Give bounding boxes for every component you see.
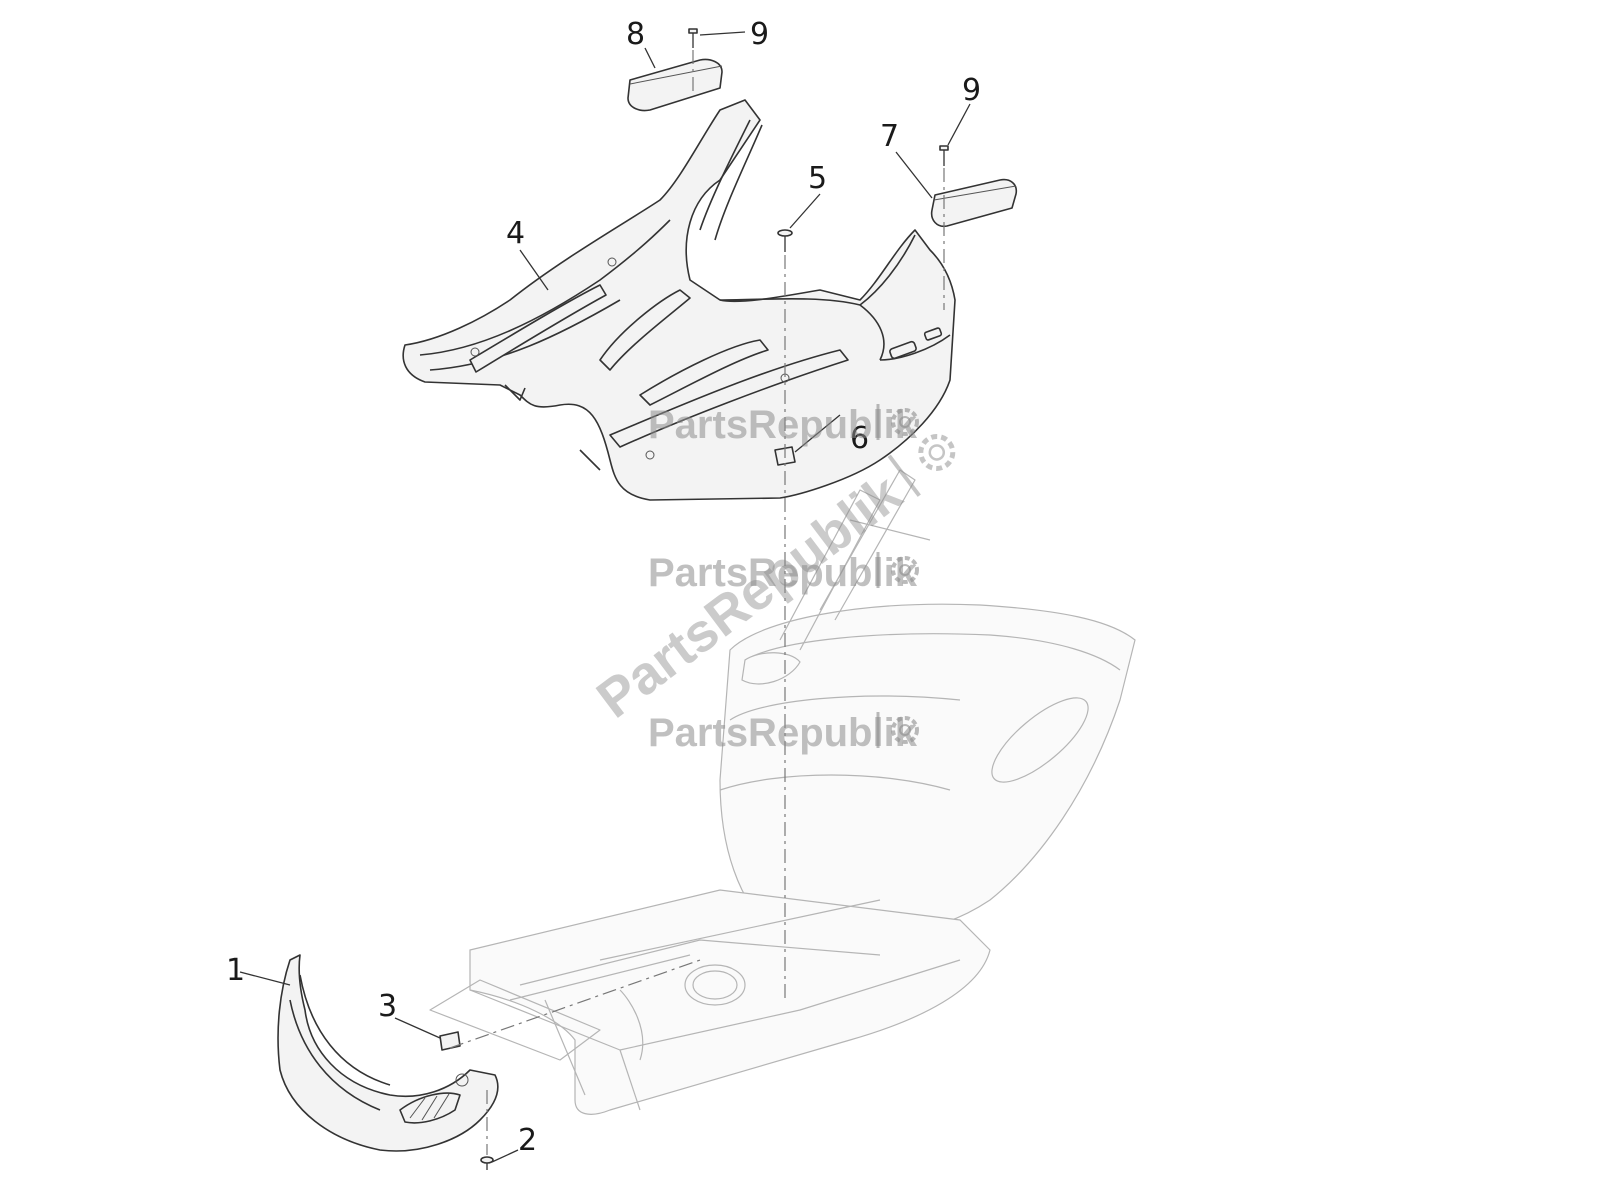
watermark-middle: PartsRepublik [648, 551, 919, 595]
leader-lines [239, 31, 971, 1163]
scooter-frame [429, 469, 1136, 1115]
watermark-text: PartsRepublik [648, 551, 918, 595]
gear-icon [891, 556, 919, 584]
callout-5: 5 [808, 161, 827, 196]
screw-part-9-top [688, 28, 698, 48]
gear-icon [891, 408, 919, 436]
watermark-text: PartsRepublik [648, 403, 918, 447]
assembly-lines [449, 50, 945, 1155]
screw-part-9-right [939, 145, 949, 166]
callout-3: 3 [378, 989, 397, 1024]
watermark-text: PartsRepublik [648, 711, 918, 755]
callout-8: 8 [626, 17, 645, 52]
pad-part-8 [627, 58, 723, 112]
clip-part-3 [439, 1031, 461, 1051]
callout-6: 6 [850, 421, 869, 456]
footrest-floorboard [402, 99, 956, 501]
callout-1: 1 [226, 953, 245, 988]
gear-icon [891, 716, 919, 744]
screw-part-5 [777, 229, 793, 252]
screw-part-2 [480, 1156, 494, 1170]
callouts: 1 2 3 4 5 6 7 8 9 9 [226, 17, 981, 1158]
pad-part-7 [930, 178, 1018, 228]
callout-2: 2 [518, 1123, 537, 1158]
callout-4: 4 [506, 216, 525, 251]
callout-7: 7 [880, 119, 899, 154]
watermark-bottom: PartsRepublik [648, 711, 919, 755]
gear-icon [918, 433, 956, 471]
watermark-top: PartsRepublik [648, 403, 919, 447]
callout-9-right: 9 [962, 73, 981, 108]
front-cover-part-1 [277, 954, 499, 1152]
callout-9-top: 9 [750, 17, 769, 52]
